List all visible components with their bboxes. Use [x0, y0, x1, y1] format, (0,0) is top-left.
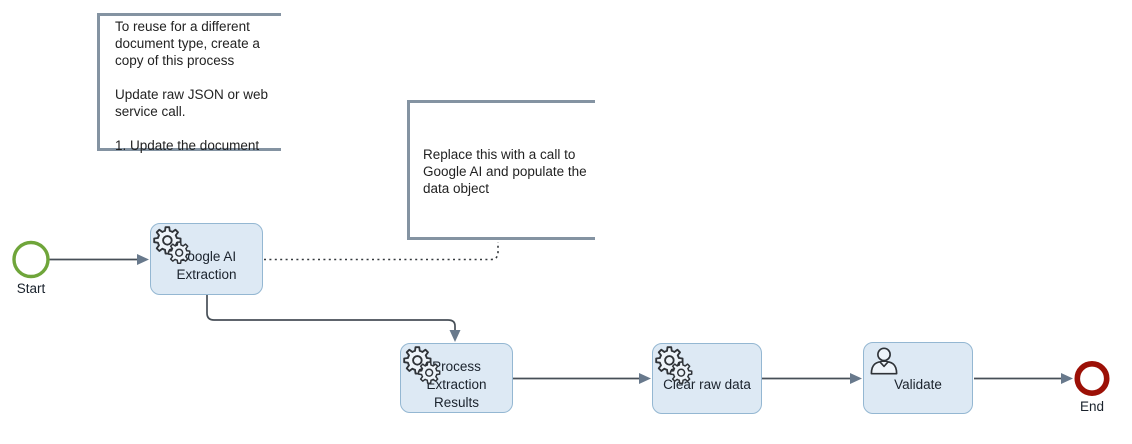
flow-google-ai-to-process-results[interactable]: [206, 295, 461, 342]
start-event-circle[interactable]: [12, 240, 50, 279]
start-event-label: Start: [16, 281, 46, 296]
arrowhead: [850, 373, 862, 384]
task-label: Google AI Extraction: [176, 248, 237, 282]
task-process-extraction-results[interactable]: Process Extraction Results: [400, 343, 513, 413]
flow-validate-to-end[interactable]: [974, 373, 1073, 384]
flow-clear-raw-data-to-validate[interactable]: [762, 373, 862, 384]
arrowhead: [449, 330, 461, 342]
association-replace-note-to-google-ai[interactable]: [264, 242, 499, 261]
task-validate[interactable]: Validate: [863, 342, 973, 414]
arrowhead: [639, 373, 651, 384]
task-label: Validate: [894, 376, 942, 392]
task-google-ai-extraction[interactable]: Google AI Extraction: [150, 223, 263, 295]
task-label: Process Extraction Results: [426, 358, 487, 410]
text-annotation-replace[interactable]: Replace this with a call to Google AI an…: [407, 100, 595, 240]
task-clear-raw-data[interactable]: Clear raw data: [652, 343, 762, 414]
arrowhead: [137, 254, 149, 265]
task-label: Clear raw data: [663, 377, 751, 392]
annotation-text: To reuse for a different document type, …: [115, 19, 269, 153]
flow-process-results-to-clear-raw-data[interactable]: [513, 373, 651, 384]
end-event-label: End: [1079, 399, 1105, 414]
person-icon: [870, 347, 898, 375]
end-event-circle[interactable]: [1074, 360, 1110, 396]
text-annotation-reuse[interactable]: To reuse for a different document type, …: [97, 13, 281, 153]
arrowhead: [1061, 373, 1073, 384]
flow-start-to-google-ai[interactable]: [48, 254, 150, 265]
annotation-text: Replace this with a call to Google AI an…: [423, 147, 587, 196]
